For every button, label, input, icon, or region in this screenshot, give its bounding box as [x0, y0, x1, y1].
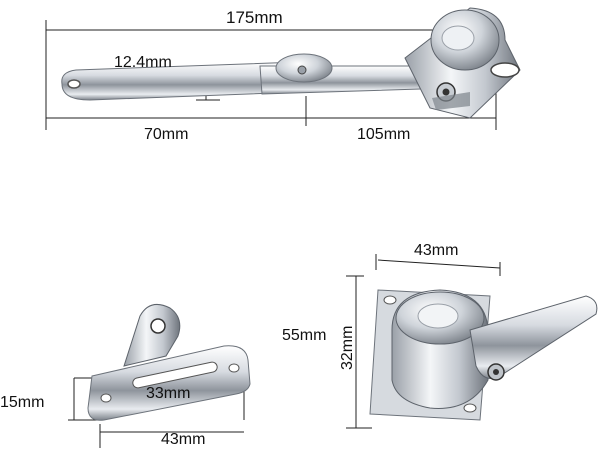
dim-label-bracket-height: 15mm [0, 394, 45, 411]
dim-label-total-length: 175mm [226, 8, 283, 27]
dim-label-pivot-inner-height: 32mm [339, 325, 356, 370]
dim-label-arm-thickness: 12.4mm [114, 54, 172, 71]
dim-label-bracket-width: 43mm [161, 431, 206, 448]
dim-label-bracket-slot: 33mm [146, 385, 191, 402]
dim-label-right-segment: 105mm [357, 126, 411, 143]
dim-label-pivot-outer-height: 55mm [282, 327, 327, 344]
dim-label-pivot-top: 43mm [414, 242, 459, 259]
mount-bracket [68, 303, 251, 448]
dim-lines-pivot [346, 254, 501, 429]
pivot-base [346, 254, 598, 429]
hinge-arm [45, 7, 521, 130]
dim-label-left-segment: 70mm [144, 126, 189, 143]
